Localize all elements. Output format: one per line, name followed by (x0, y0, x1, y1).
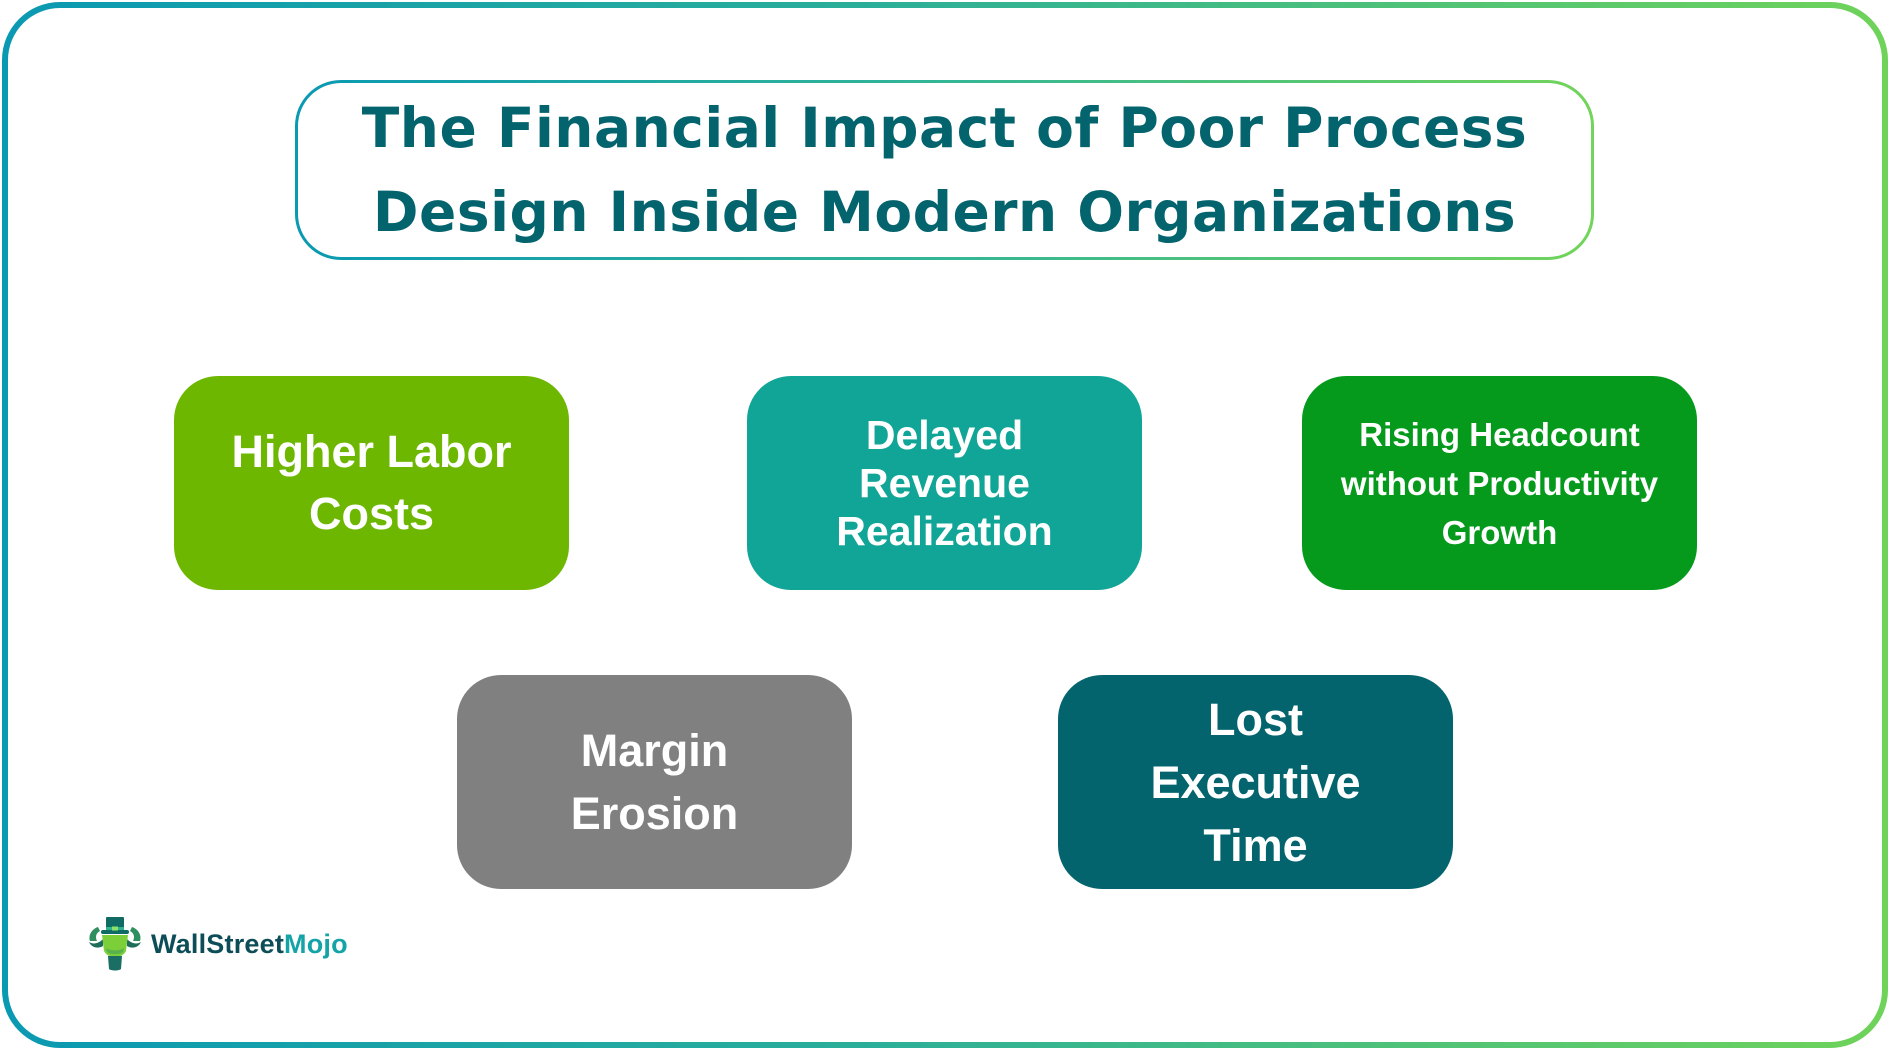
card-label-line: Lost (1208, 693, 1303, 745)
brand-logo: WallStreetMojo (86, 915, 348, 973)
card-label-line: Costs (308, 488, 435, 539)
card-label-line: Delayed (865, 412, 1024, 458)
card-label-line: without Productivity (1340, 464, 1659, 502)
card-delayed-revenue-realization: Delayed Revenue Realization (747, 376, 1142, 590)
card-label-line: Higher Labor (231, 426, 512, 477)
title-box-inner: The Financial Impact of Poor Process Des… (298, 83, 1591, 257)
card-margin-erosion: Margin Erosion (457, 675, 852, 889)
card-label-line: Erosion (570, 788, 739, 839)
card-label-line: Time (1203, 819, 1308, 871)
title-box: The Financial Impact of Poor Process Des… (295, 80, 1594, 260)
brand-name: WallStreetMojo (151, 929, 348, 960)
card-label-line: Revenue (859, 460, 1030, 506)
card-rising-headcount: Rising Headcount without Productivity Gr… (1302, 376, 1697, 590)
card-lost-executive-time: Lost Executive Time (1058, 675, 1453, 889)
card-higher-labor-costs: Higher Labor Costs (174, 376, 569, 590)
card-label-line: Margin (580, 725, 729, 776)
brand-name-part-b: Mojo (284, 928, 348, 959)
page-title-line-2: Design Inside Modern Organizations (372, 180, 1517, 244)
card-label-line: Growth (1441, 513, 1558, 551)
card-label-line: Realization (836, 508, 1053, 554)
brand-name-part-a: WallStreet (151, 928, 285, 959)
card-label-line: Executive (1150, 756, 1361, 808)
card-label-line: Rising Headcount (1359, 415, 1640, 453)
bull-with-top-hat-logo-icon (89, 917, 141, 971)
page-title-line-1: The Financial Impact of Poor Process (361, 96, 1528, 160)
